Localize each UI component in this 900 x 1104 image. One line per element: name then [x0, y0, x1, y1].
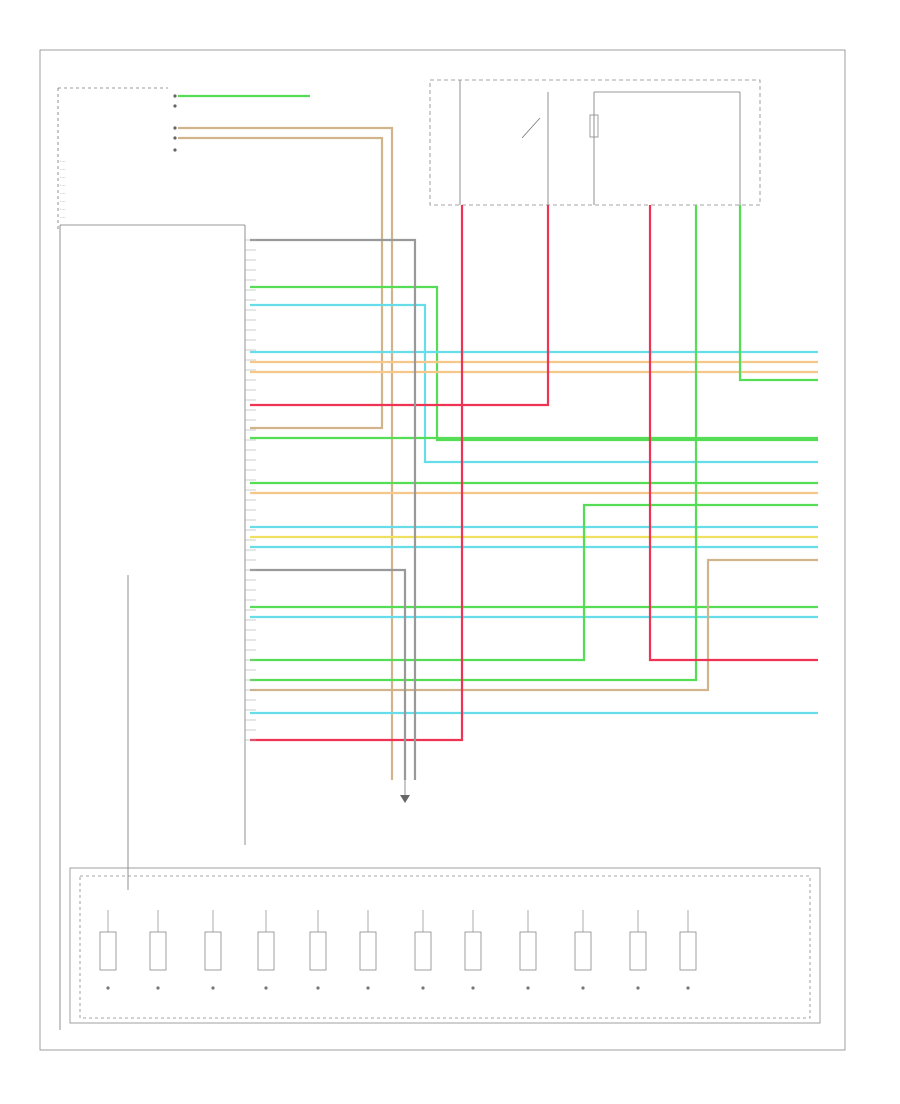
sensor-block	[464, 931, 482, 971]
wire-green-5	[250, 503, 818, 662]
sensor-block	[149, 931, 167, 971]
ground-icon	[581, 986, 585, 990]
ground-icon	[471, 986, 475, 990]
ground-icon	[264, 986, 268, 990]
ground-icon	[106, 986, 110, 990]
svg-text:....: ....	[60, 207, 66, 212]
wire-red-2	[250, 205, 464, 742]
wire-gray-1	[250, 238, 417, 780]
brake-harness	[69, 867, 821, 1024]
wire-gray-2	[250, 568, 407, 780]
ground-icon	[366, 986, 370, 990]
svg-text:....: ....	[60, 159, 66, 164]
wire-green-1	[250, 285, 818, 442]
wire-tan-2	[250, 558, 818, 692]
svg-text:....: ....	[60, 215, 66, 220]
ground-icon	[526, 986, 530, 990]
ground-icon	[211, 986, 215, 990]
wire-green-7	[738, 205, 818, 382]
sensor-block	[257, 931, 275, 971]
module-callout	[400, 780, 410, 803]
wire-group	[178, 94, 818, 780]
sensor-block	[679, 931, 697, 971]
pin-label-group	[245, 239, 256, 741]
ground-icon	[636, 986, 640, 990]
diagram-frame	[39, 49, 846, 1051]
sensor-block	[519, 931, 537, 971]
wire-red-1	[250, 205, 550, 407]
resistor-icon	[589, 114, 599, 138]
wire-cyan-1	[250, 303, 818, 464]
ground-icon	[156, 986, 160, 990]
ground-icon	[421, 986, 425, 990]
wire-green-6	[250, 205, 698, 682]
top-left-connector: .... .... .... .... .... .... .... ....	[57, 87, 177, 230]
ground-icon	[686, 986, 690, 990]
svg-text:....: ....	[60, 183, 66, 188]
wire-tan-loop-1	[178, 126, 394, 780]
sensor-block	[309, 931, 327, 971]
ground-icon	[316, 986, 320, 990]
svg-text:....: ....	[60, 175, 66, 180]
sensor-block	[359, 931, 377, 971]
sensor-block	[574, 931, 592, 971]
sensor-block	[629, 931, 647, 971]
switch-icon	[521, 117, 541, 139]
fuse-block	[429, 79, 761, 206]
sensor-block	[204, 931, 222, 971]
svg-text:....: ....	[60, 191, 66, 196]
wire-tan-loop-2	[178, 136, 384, 430]
sensor-block	[414, 931, 432, 971]
sensor-block	[99, 931, 117, 971]
svg-text:....: ....	[60, 199, 66, 204]
wire-red-3	[648, 205, 818, 662]
svg-text:....: ....	[60, 167, 66, 172]
